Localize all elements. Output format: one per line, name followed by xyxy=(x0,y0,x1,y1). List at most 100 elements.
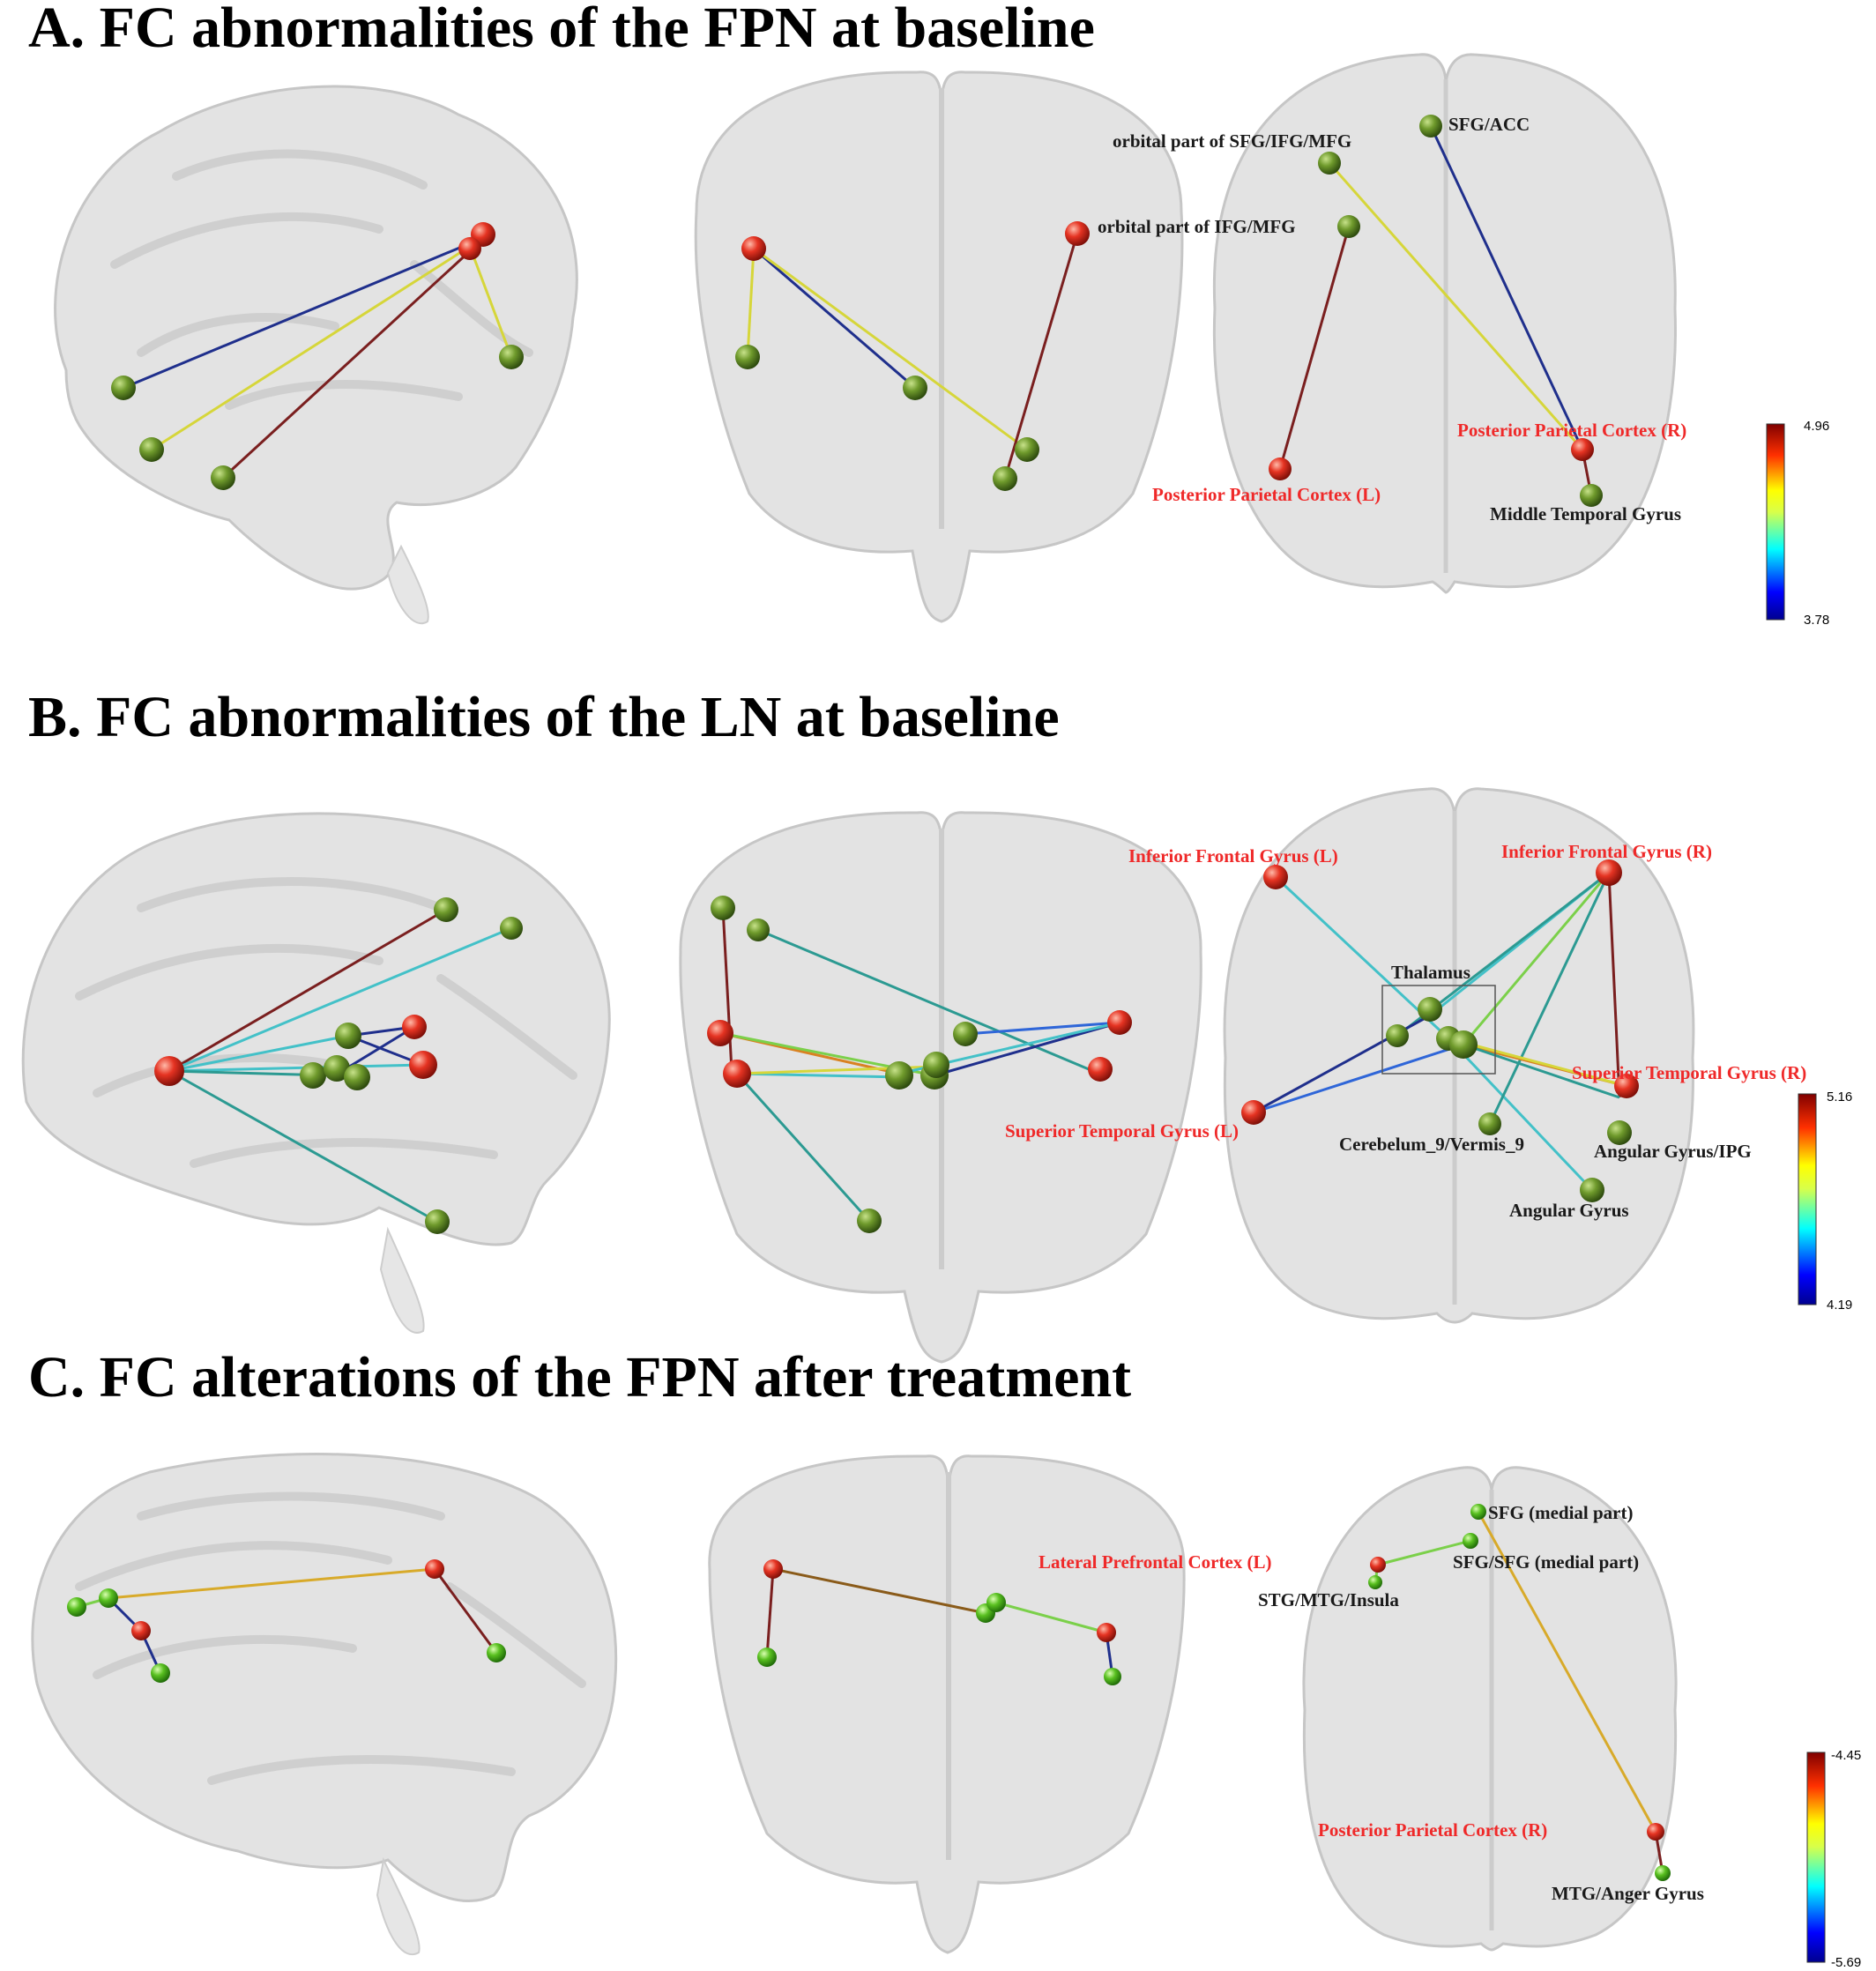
colorbar-a-min: 3.78 xyxy=(1804,613,1829,628)
edge-b-cor-5 xyxy=(736,1072,900,1079)
brain-axial-view-a xyxy=(1212,53,1677,594)
node-b-sag-5 xyxy=(324,1055,350,1082)
node-c-sag-4 xyxy=(487,1643,506,1662)
label-b-stg-r: Superior Temporal Gyrus (R) xyxy=(1572,1062,1806,1083)
edge-b-ax-4 xyxy=(1462,872,1611,1045)
brainstem-a xyxy=(386,544,429,624)
label-a-ppc-l: Posterior Parietal Cortex (L) xyxy=(1152,484,1381,505)
node-b-stg-l xyxy=(1241,1100,1266,1125)
brainstem-b xyxy=(379,1226,425,1334)
edge-b-ax-11 xyxy=(1448,1037,1627,1088)
node-c-cor-4 xyxy=(1104,1668,1121,1685)
node-c-sag-lpfc xyxy=(131,1621,151,1640)
colorbar-a-max: 4.96 xyxy=(1804,419,1829,434)
edge-c-cor-2 xyxy=(772,1567,986,1615)
edge-b-cor-1 xyxy=(721,907,733,1072)
brain-sagittal-b-shape xyxy=(21,812,611,1246)
node-b-angular xyxy=(1580,1178,1604,1202)
node-b-thal-4 xyxy=(1449,1030,1478,1059)
node-b-cor-5 xyxy=(923,1052,949,1078)
edge-b-ax-2 xyxy=(1447,1037,1594,1192)
node-c-stg-mtg xyxy=(1368,1575,1382,1589)
edge-c-ax-3 xyxy=(1377,1539,1471,1566)
colorbar-b xyxy=(1798,1093,1817,1305)
label-b-cerebelum: Cerebelum_9/Vermis_9 xyxy=(1339,1134,1524,1155)
node-b-cor-2 xyxy=(747,919,770,941)
label-b-angular: Angular Gyrus xyxy=(1509,1200,1629,1221)
node-a-cor-ppc-l xyxy=(741,236,766,261)
brain-sagittal-view-c xyxy=(31,1453,618,1956)
node-c-sag-ppc xyxy=(425,1559,444,1579)
node-a-cor-ppc-r xyxy=(1065,221,1090,246)
node-c-ppc-r xyxy=(1647,1823,1664,1841)
node-b-cor-7 xyxy=(857,1209,882,1233)
node-a-ppc-r xyxy=(1571,438,1594,461)
node-b-angular-ipg xyxy=(1607,1120,1632,1145)
label-a-ppc-r: Posterior Parietal Cortex (R) xyxy=(1457,420,1686,441)
node-b-sag-stg-2 xyxy=(402,1015,427,1039)
label-c-sfg-sfg: SFG/SFG (medial part) xyxy=(1453,1551,1639,1573)
panel-b-title: B. FC abnormalities of the LN at baselin… xyxy=(28,685,1060,749)
label-c-mtg-anger: MTG/Anger Gyrus xyxy=(1552,1883,1704,1904)
panel-a: orbital part of SFG/IFG/MFG SFG/ACC orbi… xyxy=(54,53,1829,628)
panel-a-title: A. FC abnormalities of the FPN at baseli… xyxy=(28,0,1095,60)
node-b-thal-3 xyxy=(1386,1024,1409,1047)
colorbar-a xyxy=(1766,423,1785,621)
node-c-lpfc-l xyxy=(1370,1557,1386,1573)
edge-a-sag-3 xyxy=(221,238,484,480)
gyri-texture-a1 xyxy=(110,149,533,410)
label-b-ifg-r: Inferior Frontal Gyrus (R) xyxy=(1501,841,1712,862)
colorbar-c xyxy=(1806,1752,1826,1963)
node-a-cor-3 xyxy=(1015,437,1039,462)
node-c-cor-lpfc xyxy=(1097,1623,1116,1642)
node-a-orb-sfg xyxy=(1318,152,1341,175)
label-b-ifg-l: Inferior Frontal Gyrus (L) xyxy=(1128,845,1338,866)
edge-c-cor-3 xyxy=(995,1601,1107,1634)
colorbar-b-min: 4.19 xyxy=(1827,1298,1852,1313)
label-c-stg-mtg-insula: STG/MTG/Insula xyxy=(1258,1589,1399,1610)
edge-a-cor-2 xyxy=(753,247,916,390)
node-b-sag-4 xyxy=(300,1062,326,1089)
node-a-cor-2 xyxy=(903,376,927,400)
node-b-sag-2 xyxy=(500,917,523,940)
edge-a-sag-4 xyxy=(468,246,513,358)
edge-b-cor-9 xyxy=(964,1021,1120,1036)
node-a-ppc-l xyxy=(1269,457,1292,480)
node-b-sag-7 xyxy=(425,1209,450,1234)
node-b-sag-stg xyxy=(409,1051,437,1079)
node-a-sag-2 xyxy=(139,437,164,462)
edge-a-cor-4 xyxy=(1003,233,1079,480)
edge-c-cor-1 xyxy=(765,1568,775,1658)
label-a-orb-ifg: orbital part of IFG/MFG xyxy=(1098,216,1296,237)
node-b-sag-6 xyxy=(344,1064,370,1090)
node-c-cor-3 xyxy=(986,1593,1006,1612)
node-b-sag-3 xyxy=(335,1023,361,1049)
node-b-cor-ifg xyxy=(707,1020,733,1046)
node-c-sfg-sfg xyxy=(1463,1533,1478,1549)
node-c-sfg-medial xyxy=(1470,1504,1486,1520)
node-c-sag-1 xyxy=(67,1597,86,1617)
edge-b-ax-12 xyxy=(1463,1043,1620,1099)
node-b-ifg-r xyxy=(1596,859,1622,886)
node-a-mtg xyxy=(1580,484,1603,507)
node-b-cor-6 xyxy=(953,1022,978,1046)
node-a-sag-3 xyxy=(211,465,235,490)
node-b-stg-r xyxy=(1614,1074,1639,1098)
edge-a-cor-3 xyxy=(753,247,1028,451)
edge-b-cor-8 xyxy=(934,1021,1120,1077)
label-b-stg-l: Superior Temporal Gyrus (L) xyxy=(1005,1120,1239,1142)
edge-b-cor-7 xyxy=(735,1072,871,1223)
label-b-thalamus: Thalamus xyxy=(1391,962,1470,983)
edge-b-sag-5 xyxy=(168,1069,438,1224)
node-b-sag-ifg xyxy=(154,1056,184,1086)
edge-c-sag-1 xyxy=(108,1567,436,1600)
brain-sagittal-view-b xyxy=(21,812,611,1334)
node-a-cor-4 xyxy=(993,466,1017,491)
brainstem-c xyxy=(376,1856,421,1956)
panel-b: Inferior Frontal Gyrus (L) Inferior Fron… xyxy=(21,787,1852,1364)
label-c-lpfc-l: Lateral Prefrontal Cortex (L) xyxy=(1038,1551,1272,1573)
node-b-cor-1 xyxy=(711,896,735,920)
edge-b-sag-2 xyxy=(168,926,512,1073)
node-a-sag-1 xyxy=(111,376,136,400)
